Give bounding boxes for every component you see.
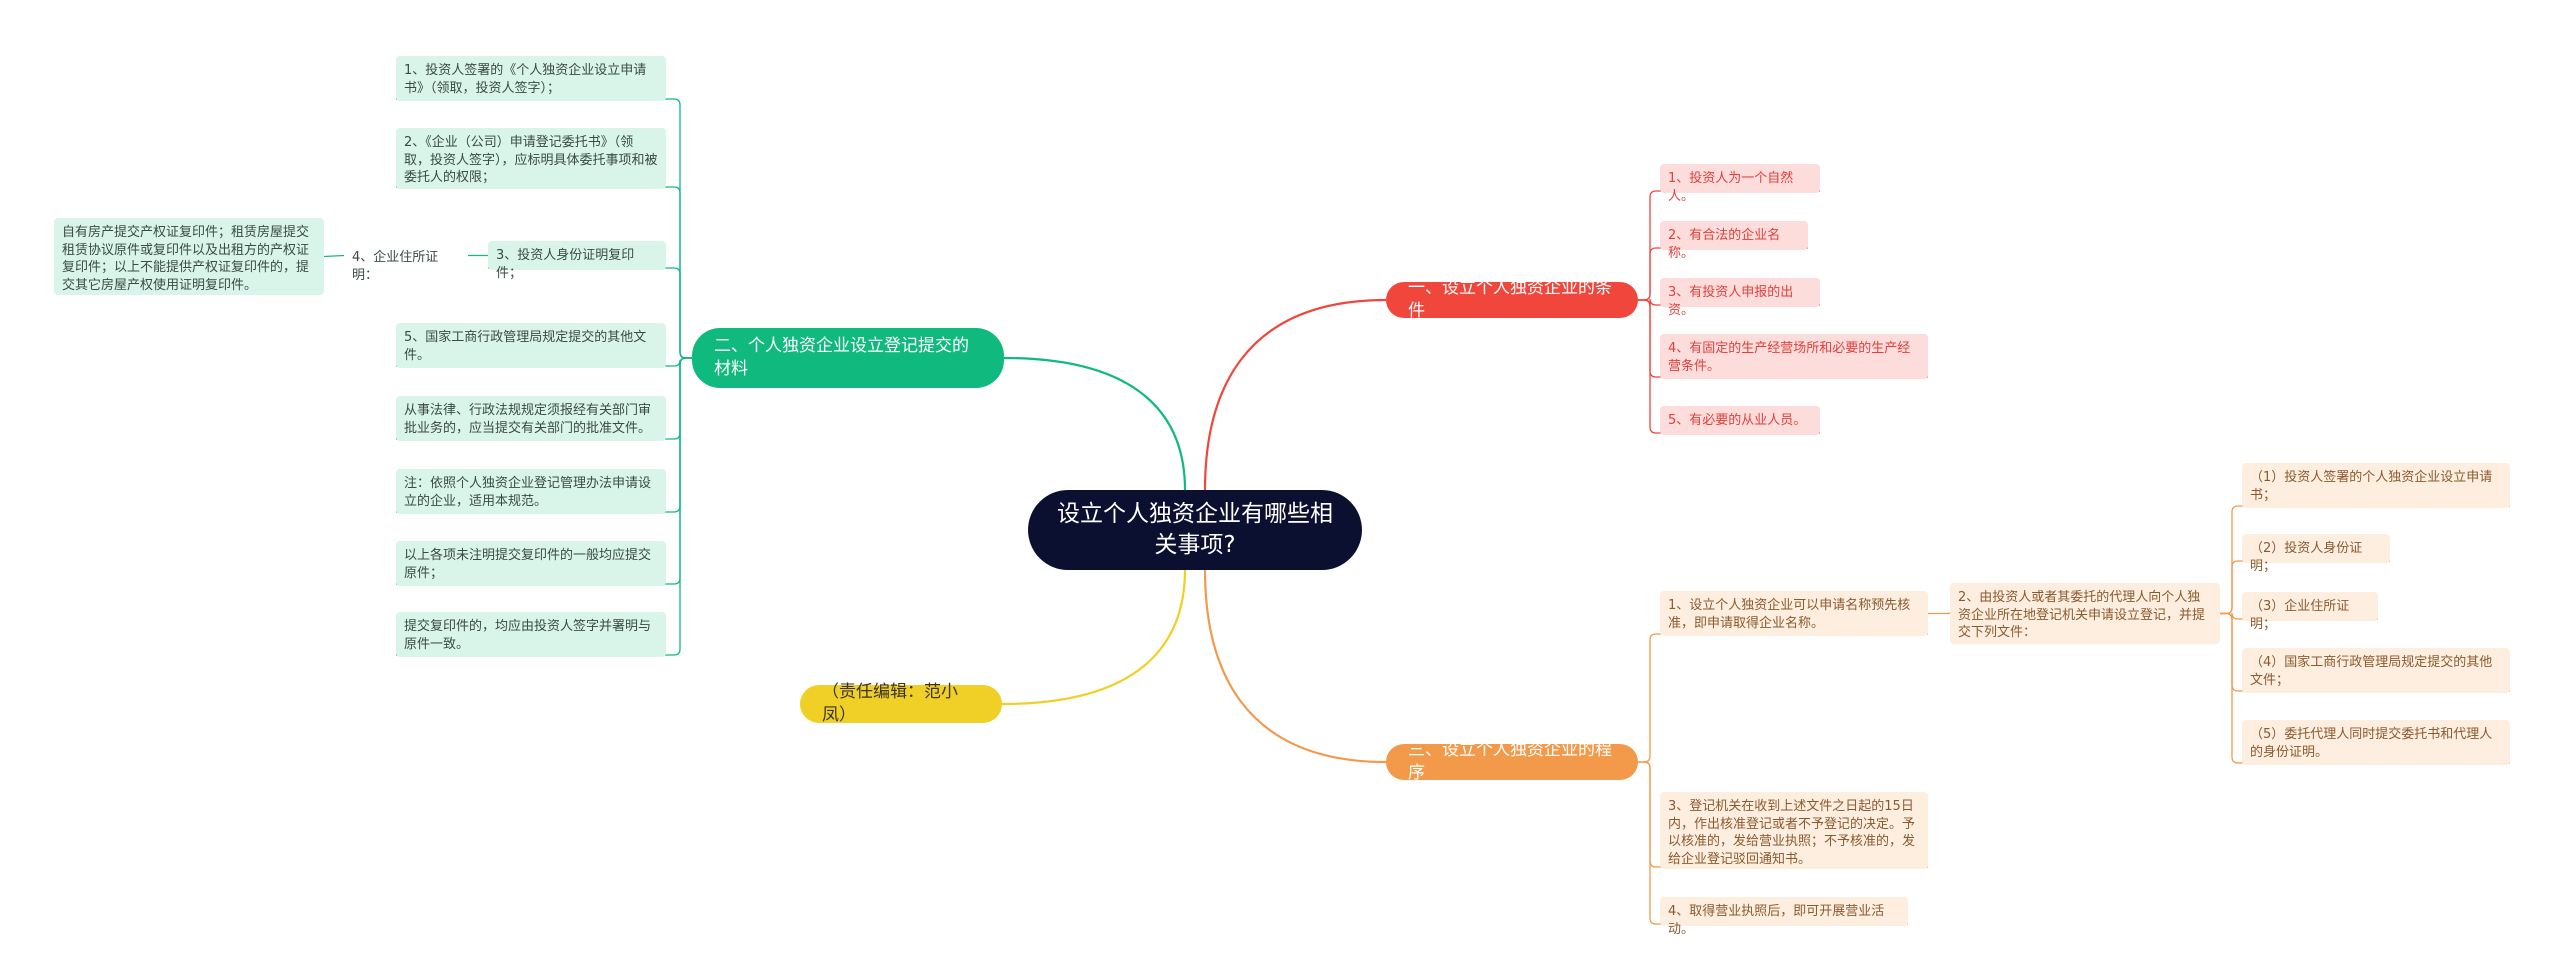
procedure-document[interactable]: （5）委托代理人同时提交委托书和代理人的身份证明。 [2242,720,2510,765]
material-item[interactable]: 提交复印件的，均应由投资人签字并署明与原件一致。 [396,612,666,657]
red-edge-1 [1638,247,1808,301]
procedure-subitem[interactable]: 2、由投资人或者其委托的代理人向个人独资企业所在地登记机关申请设立登记，并提交下… [1950,583,2220,644]
branch-procedure[interactable]: 三、设立个人独资企业的程序 [1386,740,1638,783]
green-edge-7 [396,357,692,656]
material-subitem[interactable]: 4、企业住所证明： [352,250,439,283]
green-edge-2 [488,267,692,359]
material-item[interactable]: 2、《企业（公司）申请登记委托书》（领取，投资人签字），应标明具体委托事项和被委… [396,128,666,189]
procedure-document[interactable]: （4）国家工商行政管理局规定提交的其他文件； [2242,648,2510,693]
condition-item[interactable]: 5、有必要的从业人员。 [1660,406,1820,435]
condition-item[interactable]: 1、投资人为一个自然人。 [1660,164,1820,204]
branch-editor[interactable]: （责任编辑：范小凤） [800,682,1002,725]
edge-center-red [1203,298,1387,491]
edge-center-yellow [1001,569,1187,706]
material-item[interactable]: 1、投资人签署的《个人独资企业设立申请书》（领取，投资人签字）； [396,56,666,101]
branch-materials[interactable]: 二、个人独资企业设立登记提交的材料 [692,328,1004,388]
branch-conditions[interactable]: 一、设立个人独资企业的条件 [1386,278,1638,321]
procedure-item[interactable]: 4、取得营业执照后，即可开展营业活动。 [1660,897,1908,937]
material-item[interactable]: 注：依照个人独资企业登记管理办法申请设立的企业，适用本规范。 [396,469,666,514]
orange-edge-0 [1638,633,1928,763]
material-item[interactable]: 从事法律、行政法规规定须报经有关部门审批业务的，应当提交有关部门的批准文件。 [396,396,666,441]
material-subdetail[interactable]: 自有房产提交产权证复印件；租赁房屋提交租赁协议原件或复印件以及出租方的产权证复印… [54,218,324,295]
material-item[interactable]: 5、国家工商行政管理局规定提交的其他文件。 [396,323,666,368]
condition-item[interactable]: 4、有固定的生产经营场所和必要的生产经营条件。 [1660,334,1928,379]
procedure-document[interactable]: （2）投资人身份证明； [2242,534,2390,574]
material-item[interactable]: 以上各项未注明提交复印件的一般均应提交原件； [396,541,666,586]
procedure-document[interactable]: （1）投资人签署的个人独资企业设立申请书； [2242,463,2510,508]
orange-sub-edge-1 [2220,560,2390,615]
red-edge-4 [1638,299,1820,434]
procedure-item[interactable]: 3、登记机关在收到上述文件之日起的15日内，作出核准登记或者不予登记的决定。予以… [1660,792,1928,869]
orange-edge-2 [1638,761,1908,925]
edge-center-green [1003,356,1187,491]
condition-item[interactable]: 2、有合法的企业名称。 [1660,221,1808,261]
material-item[interactable]: 3、投资人身份证明复印件； [488,241,666,281]
edge-center-orange [1203,569,1387,764]
procedure-item[interactable]: 1、设立个人独资企业可以申请名称预先核准，即申请取得企业名称。 [1660,591,1928,636]
orange-sub-edge-4 [2220,612,2510,764]
condition-item[interactable]: 3、有投资人申报的出资。 [1660,278,1820,318]
procedure-document[interactable]: （3）企业住所证明； [2242,592,2378,632]
central-topic[interactable]: 设立个人独资企业有哪些相关事项? [1028,490,1362,570]
green-subdetail-edge [323,254,345,258]
